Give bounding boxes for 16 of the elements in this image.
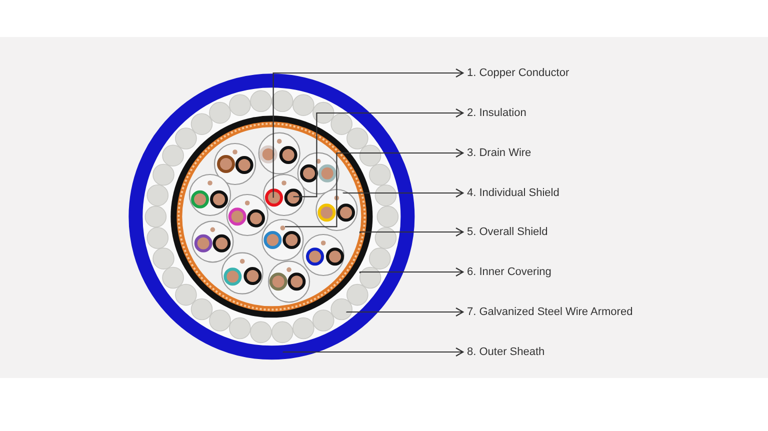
leader-line bbox=[359, 227, 464, 237]
part-label: 7. Galvanized Steel Wire Armored bbox=[467, 305, 633, 319]
leader-line bbox=[282, 347, 464, 357]
part-label: 2. Insulation bbox=[467, 106, 526, 120]
leader-line bbox=[359, 267, 464, 277]
leader-line bbox=[342, 188, 464, 198]
part-label: 3. Drain Wire bbox=[467, 146, 532, 160]
part-label: 5. Overall Shield bbox=[467, 225, 548, 239]
part-label: 6. Inner Covering bbox=[467, 265, 552, 279]
leader-line bbox=[346, 307, 464, 317]
leader-line bbox=[293, 108, 464, 198]
part-label: 8. Outer Sheath bbox=[467, 345, 545, 359]
leader-line bbox=[285, 148, 464, 228]
leader-line bbox=[272, 68, 464, 198]
part-label: 4. Individual Shield bbox=[467, 186, 560, 200]
part-label: 1. Copper Conductor bbox=[467, 66, 570, 80]
